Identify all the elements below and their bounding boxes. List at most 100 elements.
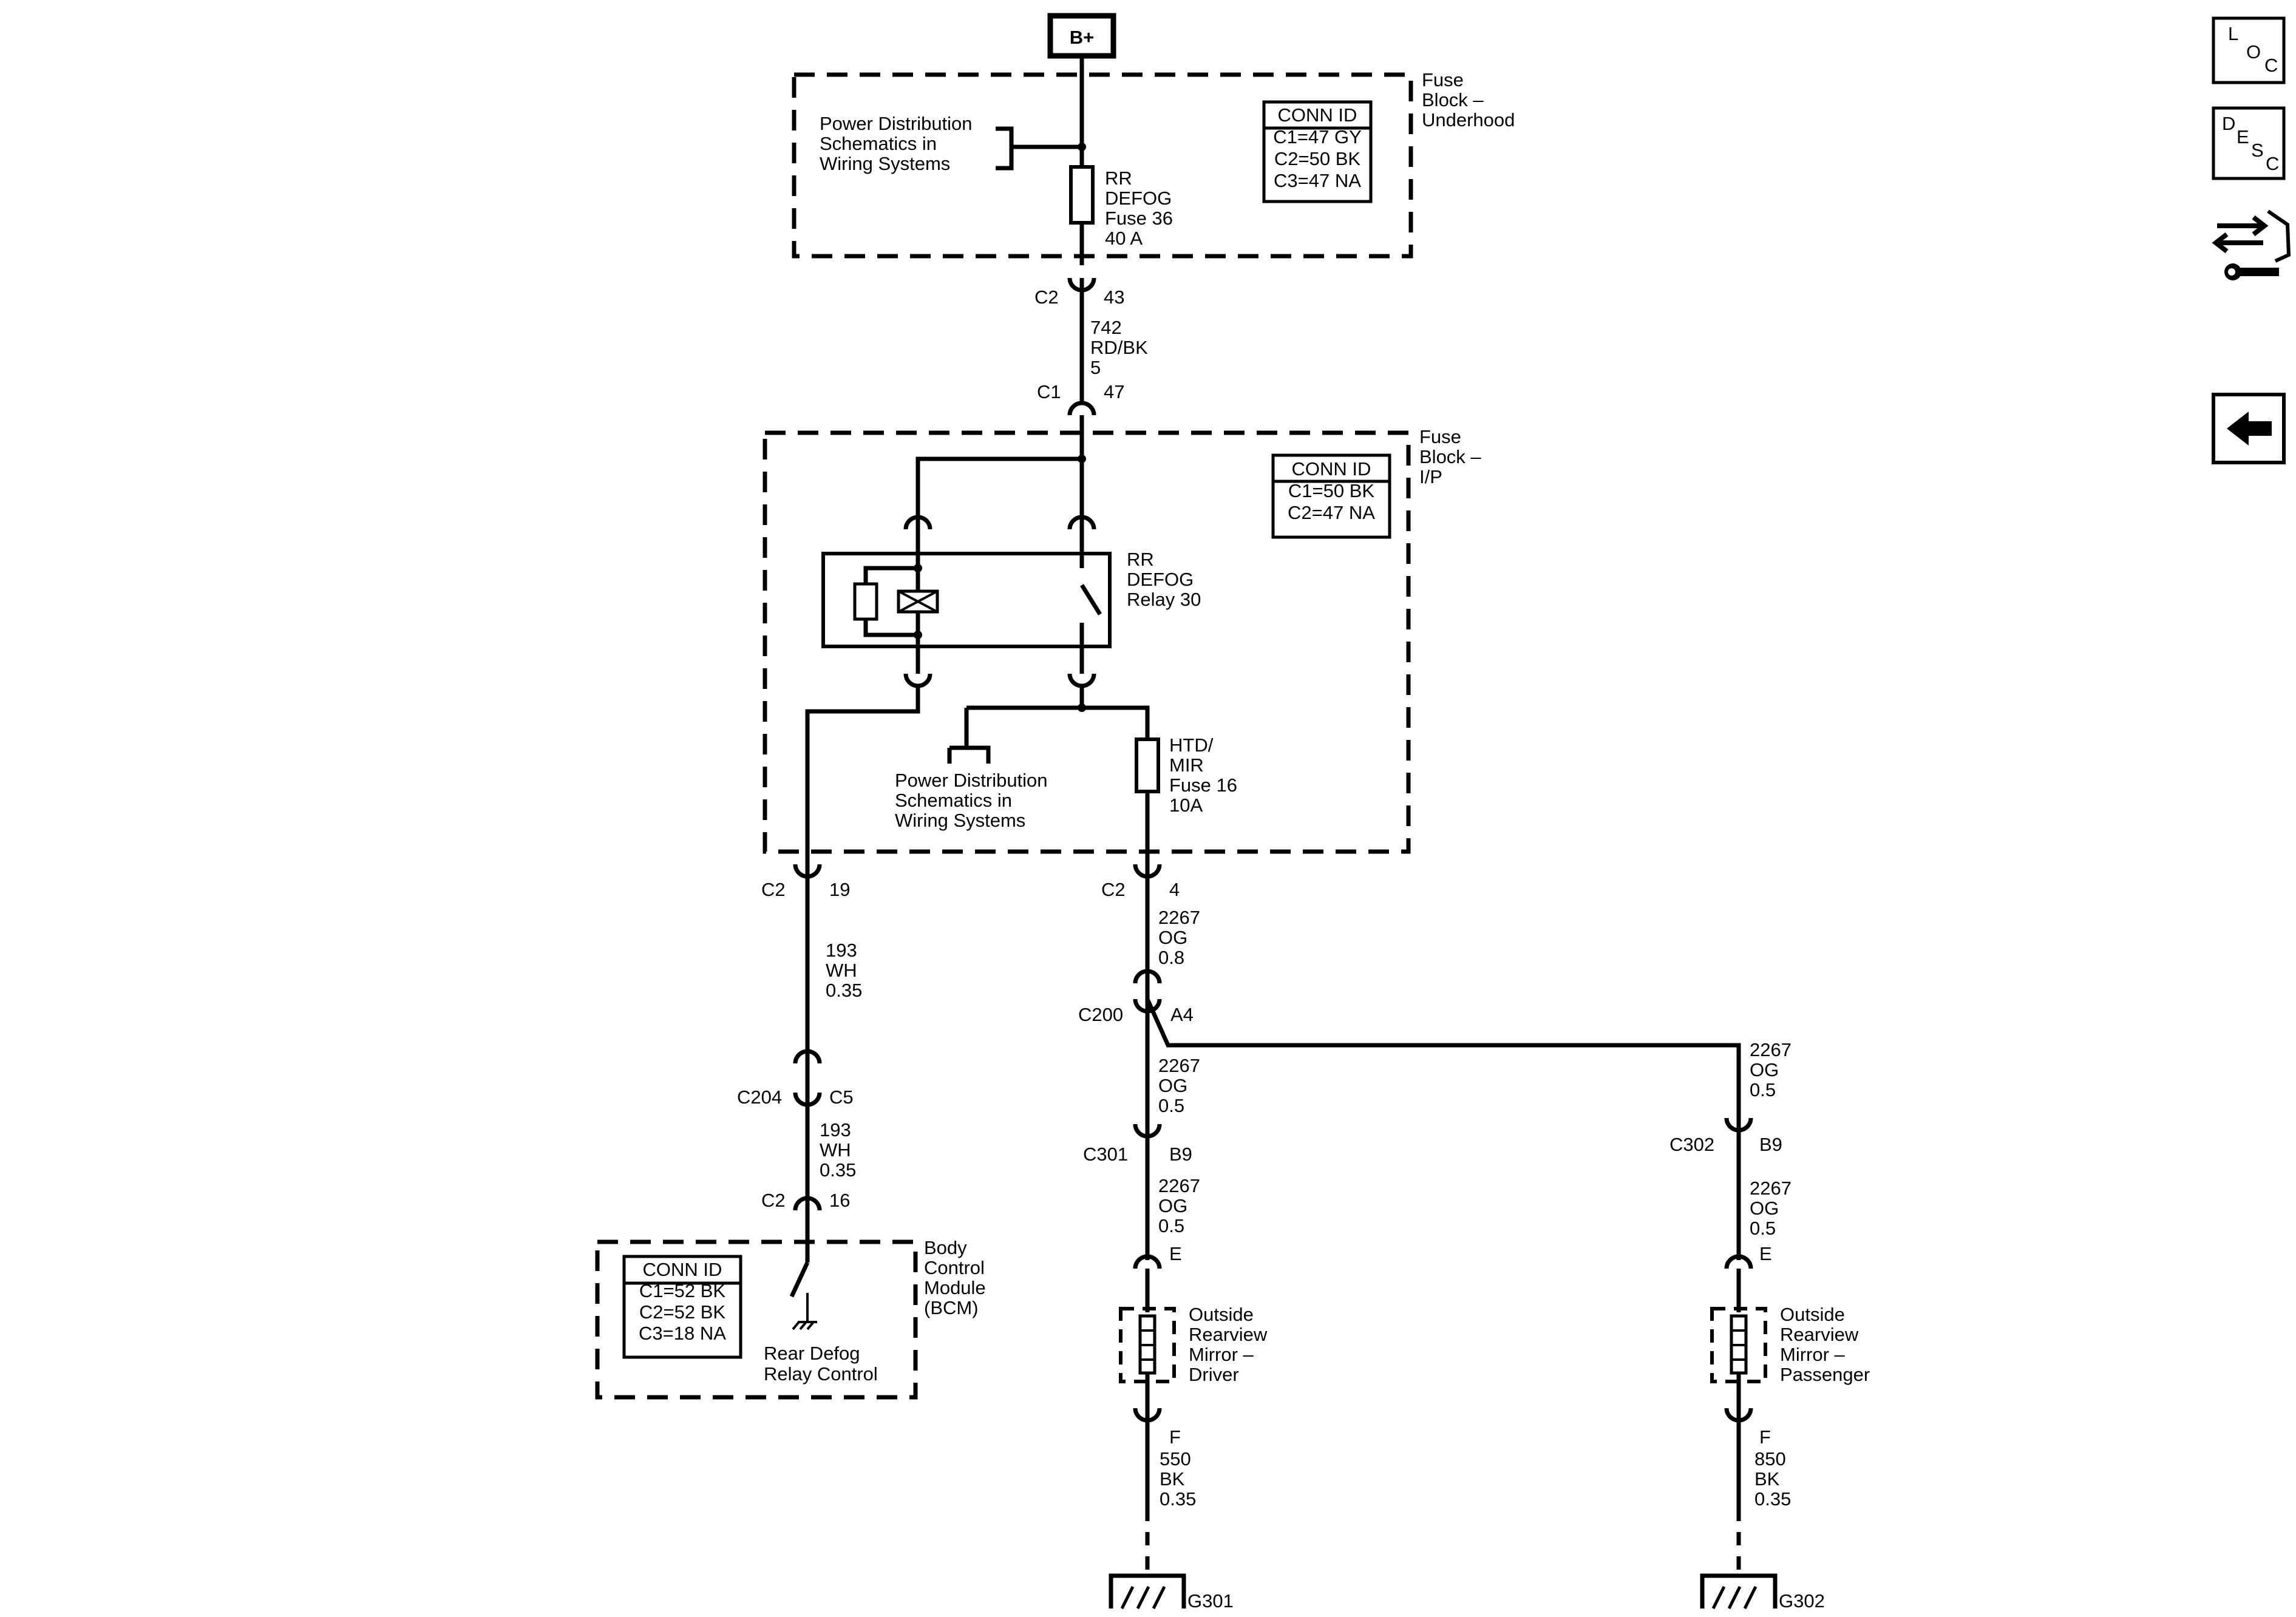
relay-30-label-line: Relay 30 bbox=[1127, 589, 1201, 610]
underhood-power-distribution-text-line: Schematics in bbox=[820, 133, 937, 154]
arrow-left-icon[interactable] bbox=[2227, 412, 2272, 446]
wire-2267-label-line: 0.8 bbox=[1158, 947, 1184, 968]
desc-letter[interactable]: C bbox=[2266, 153, 2279, 174]
bcm-label-line: Module bbox=[924, 1277, 986, 1298]
wire-2267-driver-label-line: 0.5 bbox=[1158, 1095, 1184, 1116]
wire-193-label-line: 193 bbox=[826, 940, 857, 961]
driver-mirror-label-line: Mirror – bbox=[1189, 1344, 1254, 1365]
relay-resistor-icon bbox=[853, 582, 878, 621]
underhood-pd-bracket bbox=[996, 126, 1082, 171]
wire-2267-passenger-label-line: 0.5 bbox=[1750, 1079, 1776, 1100]
ground-g301-icon bbox=[1109, 1573, 1186, 1610]
ip-power-distribution-text-line: Schematics in bbox=[895, 790, 1012, 811]
fuse-36-icon bbox=[1069, 165, 1095, 225]
fuse-block-ip bbox=[763, 430, 1411, 854]
bcm-conn-table bbox=[622, 1255, 742, 1359]
fuse-16-label-line: MIR bbox=[1169, 754, 1204, 776]
b-plus-label: B+ bbox=[1070, 27, 1095, 48]
wire-742-label-line: 5 bbox=[1090, 357, 1101, 378]
pin-e-driver-label: E bbox=[1169, 1243, 1182, 1264]
driver-mirror-label-line: Driver bbox=[1189, 1364, 1239, 1385]
loc-letter[interactable]: L bbox=[2228, 23, 2238, 44]
wire-2267-passenger-lower-label-line: 0.5 bbox=[1750, 1218, 1776, 1239]
ip-block-label-line: Block – bbox=[1419, 446, 1481, 467]
bcm-box bbox=[595, 1239, 918, 1400]
ip-conn-id-line: C1=50 BK bbox=[1288, 480, 1375, 501]
pin-b9-c302-label: B9 bbox=[1759, 1134, 1782, 1155]
underhood-block-label-line: Fuse bbox=[1422, 69, 1464, 90]
desc-letter[interactable]: E bbox=[2237, 126, 2249, 147]
wire-2267-passenger-label-line: 2267 bbox=[1750, 1039, 1792, 1060]
driver-mirror-label-line: Outside bbox=[1189, 1304, 1254, 1325]
fuse-block-underhood bbox=[792, 72, 1413, 259]
passenger-mirror-label-line: Rearview bbox=[1780, 1324, 1859, 1345]
bcm-label-line: (BCM) bbox=[924, 1297, 979, 1318]
wire-2267-driver-lower-label-line: 0.5 bbox=[1158, 1215, 1184, 1236]
ip-power-distribution-text-line: Wiring Systems bbox=[895, 810, 1025, 831]
connector-tool-icon[interactable] bbox=[2212, 209, 2291, 280]
fuse-36-label-line: Fuse 36 bbox=[1105, 208, 1173, 229]
wire-193-lower-label-line: 0.35 bbox=[820, 1159, 856, 1181]
desc-letter[interactable]: D bbox=[2222, 113, 2235, 134]
wire-2267-passenger-lower-label-line: 2267 bbox=[1750, 1178, 1792, 1199]
connector-c1-label: C1 bbox=[1037, 381, 1061, 402]
wire-850-label-line: 850 bbox=[1754, 1448, 1786, 1470]
wire-2267-passenger-label-line: OG bbox=[1750, 1059, 1779, 1080]
connector-c200-label: C200 bbox=[1078, 1004, 1123, 1025]
pin-43-label: 43 bbox=[1104, 286, 1124, 308]
wire-742-label-line: 742 bbox=[1090, 317, 1122, 338]
bcm-switch-icon bbox=[789, 1261, 810, 1298]
underhood-conn-id-line: CONN ID bbox=[1278, 104, 1357, 126]
pin-b9-c301-label: B9 bbox=[1169, 1144, 1192, 1165]
underhood-power-distribution-text-line: Wiring Systems bbox=[820, 153, 950, 174]
wire-2267-driver-lower-label-line: 2267 bbox=[1158, 1175, 1200, 1196]
connector-c302-label: C302 bbox=[1669, 1134, 1714, 1155]
loc-letter[interactable]: C bbox=[2264, 55, 2278, 76]
bcm-conn-id-line: CONN ID bbox=[643, 1259, 722, 1280]
pin-4-label: 4 bbox=[1169, 879, 1180, 900]
connector-c2-16-label: C2 bbox=[761, 1190, 786, 1211]
ip-conn-id-line: C2=47 NA bbox=[1288, 502, 1375, 523]
wire-2267-passenger-lower-label-line: OG bbox=[1750, 1198, 1779, 1219]
ground-g302-icon bbox=[1700, 1573, 1778, 1610]
ip-power-distribution-text-line: Power Distribution bbox=[895, 770, 1048, 791]
connector-c204-label: C204 bbox=[737, 1086, 782, 1108]
ip-conn-table bbox=[1271, 453, 1391, 539]
bcm-label-line: Control bbox=[924, 1257, 985, 1278]
wire-550-label-line: 550 bbox=[1160, 1448, 1191, 1470]
wire-850-label-line: BK bbox=[1754, 1468, 1780, 1490]
ip-block-label-line: I/P bbox=[1419, 466, 1442, 487]
pin-47-label: 47 bbox=[1104, 381, 1124, 402]
loc-letter[interactable]: O bbox=[2246, 41, 2261, 63]
pin-a4-label: A4 bbox=[1170, 1004, 1194, 1025]
wire-2267-label-line: OG bbox=[1158, 927, 1187, 948]
bcm-conn-id-line: C3=18 NA bbox=[639, 1323, 726, 1344]
passenger-mirror-label-line: Outside bbox=[1780, 1304, 1845, 1325]
pin-f-passenger-label: F bbox=[1759, 1426, 1771, 1448]
loc-button[interactable]: LOC bbox=[2212, 16, 2286, 84]
underhood-block-label-line: Underhood bbox=[1422, 109, 1515, 131]
back-button[interactable] bbox=[2212, 393, 2286, 464]
relay-switch-icon bbox=[1080, 584, 1102, 615]
pin-16-label: 16 bbox=[829, 1190, 850, 1211]
wire-2267-label-line: 2267 bbox=[1158, 907, 1200, 928]
ground-g301-label: G301 bbox=[1187, 1590, 1234, 1612]
driver-mirror-label-line: Rearview bbox=[1189, 1324, 1268, 1345]
connector-c2-19-label: C2 bbox=[761, 879, 786, 900]
pin-f-driver-label: F bbox=[1169, 1426, 1181, 1448]
wire-193-lower-label-line: 193 bbox=[820, 1119, 851, 1141]
wire-550-label-line: BK bbox=[1160, 1468, 1185, 1490]
underhood-conn-id-line: C2=50 BK bbox=[1274, 148, 1361, 169]
rear-defog-relay-label-line: Rear Defog bbox=[764, 1343, 860, 1364]
fuse-36-label-line: DEFOG bbox=[1105, 188, 1172, 209]
fuse-16-icon bbox=[1135, 737, 1160, 793]
desc-letter[interactable]: S bbox=[2251, 140, 2264, 161]
pin-c5-label: C5 bbox=[829, 1086, 854, 1108]
underhood-conn-id-line: C3=47 NA bbox=[1274, 170, 1361, 191]
wire-193-label-line: WH bbox=[826, 960, 857, 981]
relay-30-label-line: DEFOG bbox=[1127, 569, 1194, 590]
passenger-mirror-label-line: Mirror – bbox=[1780, 1344, 1846, 1365]
bcm-conn-id-line: C1=52 BK bbox=[639, 1280, 726, 1301]
